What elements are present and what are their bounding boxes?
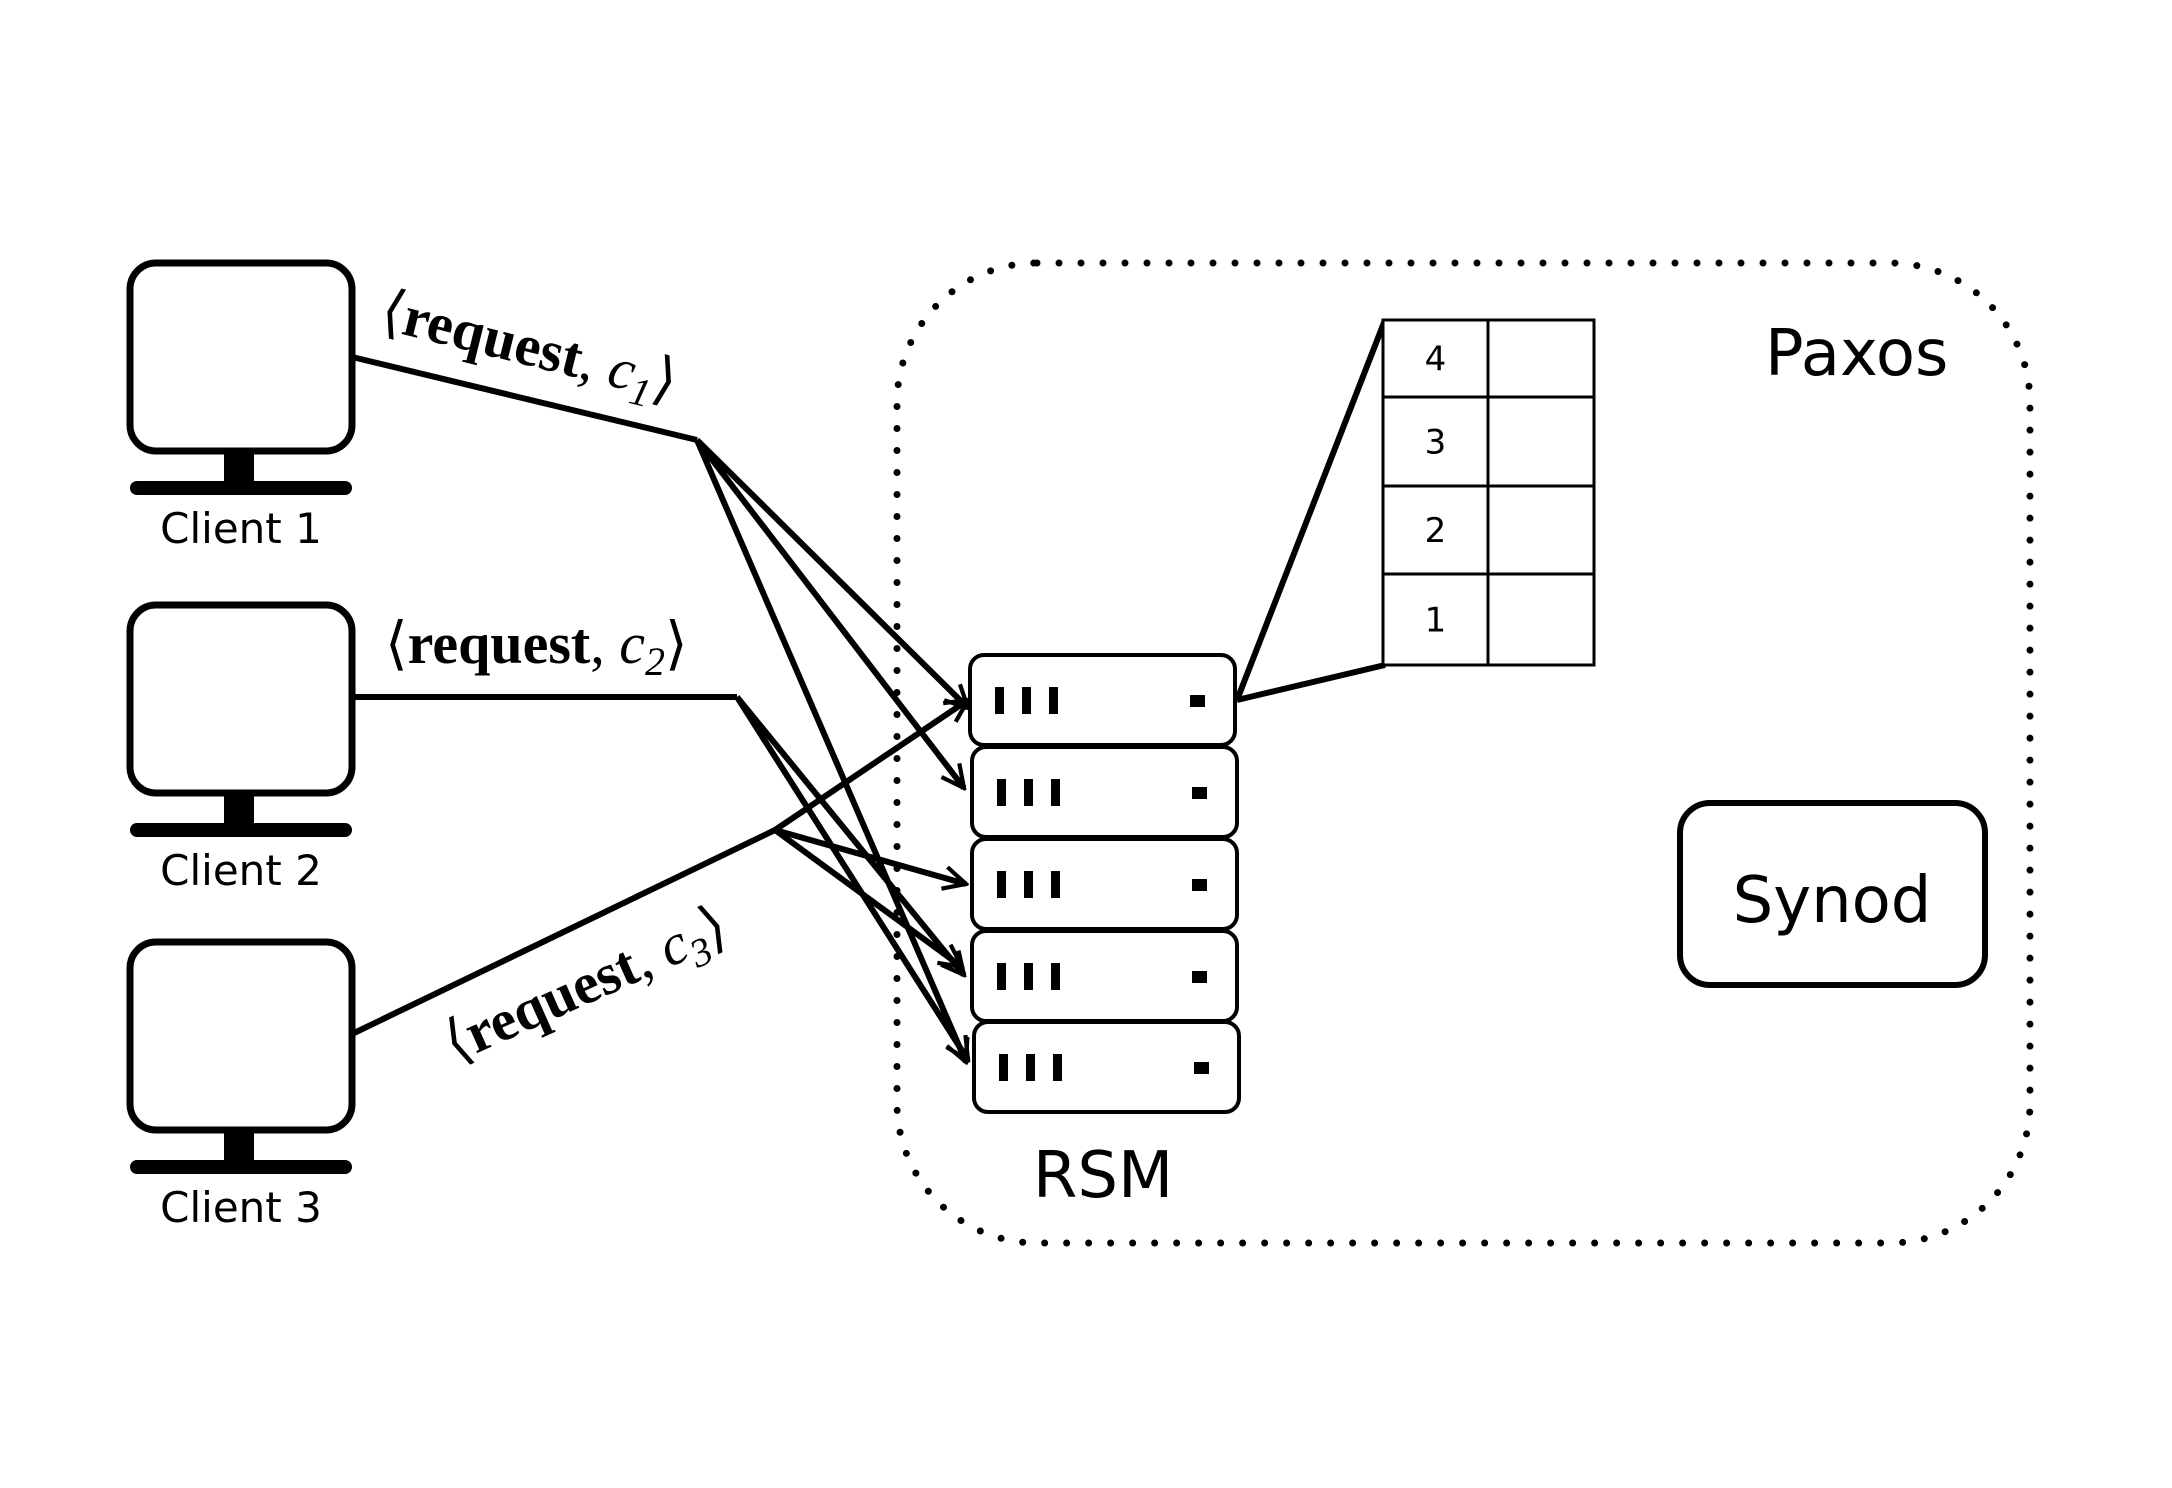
paxos-boundary: Paxos: [893, 259, 2034, 1247]
zoom-line-bottom: [1236, 662, 1386, 703]
log-row: 4: [1381, 318, 1596, 399]
arrow-c1-replica2: [694, 438, 964, 788]
arrow-c3-replica4: [773, 827, 962, 967]
computer-monitor-icon: [126, 601, 356, 837]
log-row: 3: [1381, 395, 1596, 488]
client3-link: [350, 827, 777, 1037]
server-icon: [999, 1054, 1209, 1081]
rsm-label: RSM: [1033, 1139, 1173, 1213]
client-label: Client 2: [160, 846, 322, 895]
arrow-c2-replica5: [734, 695, 971, 1060]
arrow-c3-replica1: [773, 700, 968, 833]
client-3: Client 3: [126, 938, 356, 1232]
replica-server-3: [970, 837, 1239, 931]
clients: Client 1 Client 2 Client 3: [126, 259, 356, 1232]
server-icon: [997, 871, 1207, 898]
client-2: Client 2: [126, 601, 356, 895]
log-row: 2: [1381, 484, 1596, 576]
log-slot-number: 3: [1425, 423, 1447, 463]
replica-server-5: [972, 1020, 1241, 1114]
server-icon: [995, 687, 1205, 714]
arrow-c2-replica4: [734, 695, 964, 975]
replica-server-1: [968, 653, 1237, 747]
rsm-replica-stack: [968, 653, 1241, 1114]
server-icon: [997, 779, 1207, 806]
client-label: Client 3: [160, 1183, 322, 1232]
log-row: 1: [1381, 572, 1596, 667]
synod-box: Synod: [1677, 800, 1988, 988]
client-links: [350, 354, 777, 1037]
log-slot-number: 2: [1425, 511, 1447, 551]
log-slot-number: 4: [1425, 340, 1447, 380]
arrow-c1-replica5: [694, 438, 966, 1062]
arrow-c3-replica3: [774, 827, 966, 884]
log-slot-number: 1: [1425, 601, 1447, 641]
client-label: Client 1: [160, 504, 322, 553]
replica-server-2: [970, 745, 1239, 839]
replicated-log: 4 3 2 1: [1381, 318, 1596, 667]
zoom-line-top: [1234, 318, 1388, 702]
request-label-c2: ⟨request, c2⟩: [385, 611, 688, 684]
paxos-label: Paxos: [1765, 317, 1948, 391]
replica-server-4: [970, 929, 1239, 1023]
server-icon: [997, 963, 1207, 990]
request-arrows: [694, 437, 971, 1062]
arrow-c1-replica1: [694, 437, 968, 708]
synod-label: Synod: [1733, 864, 1932, 938]
computer-monitor-icon: [126, 259, 356, 495]
client1-link: [351, 354, 698, 443]
log-zoom-lines: [1234, 318, 1388, 703]
client-1: Client 1: [126, 259, 356, 553]
computer-monitor-icon: [126, 938, 356, 1174]
